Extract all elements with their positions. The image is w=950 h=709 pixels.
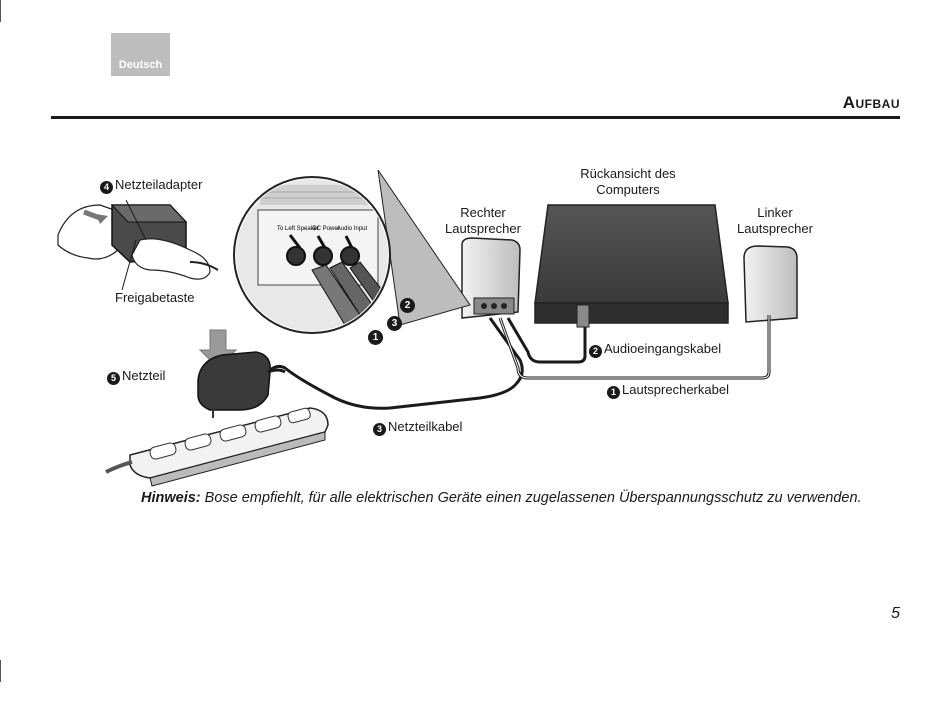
number-badge: 4 xyxy=(100,181,113,194)
label-text: Netzteiladapter xyxy=(115,177,203,192)
label-text: Netzteil xyxy=(122,368,166,383)
power-strip-illustration xyxy=(105,407,329,487)
label-computer-rear: Rückansicht des Computers xyxy=(567,166,689,198)
callout-number-3: 3 xyxy=(387,316,402,331)
label-text: Audioeingangskabel xyxy=(604,341,722,356)
computer-illustration xyxy=(534,204,729,328)
safety-note: Hinweis: Bose empfiehlt, für alle elektr… xyxy=(141,490,862,506)
number-badge: 2 xyxy=(589,345,602,358)
power-adapter-illustration xyxy=(57,199,219,291)
cable-highlights xyxy=(499,315,770,379)
panel-label-dc-power: DC Power xyxy=(312,226,339,232)
label-release-button: Freigabetaste xyxy=(115,290,195,305)
panel-zoom-callout: To Left Speaker DC Power Audio Input xyxy=(233,169,471,334)
number-badge: 5 xyxy=(107,372,120,385)
label-line: Rückansicht des xyxy=(580,166,676,181)
label-line: Lautsprecher xyxy=(737,221,813,236)
label-text: Netzteilkabel xyxy=(388,419,463,434)
label-line: Rechter xyxy=(460,205,506,220)
section-title: Aufbau xyxy=(842,93,900,112)
label-line: Linker xyxy=(757,205,793,220)
note-prefix: Hinweis: xyxy=(141,490,201,506)
callout-number-2: 2 xyxy=(400,298,415,313)
label-left-speaker: Linker Lautsprecher xyxy=(728,205,822,237)
label-right-speaker: Rechter Lautsprecher xyxy=(438,205,528,237)
label-line: Lautsprecher xyxy=(445,221,521,236)
panel-label-left-speaker: To Left Speaker xyxy=(277,226,319,232)
power-supply-illustration xyxy=(197,329,286,418)
left-speaker-illustration xyxy=(743,245,798,323)
page-number: 5 xyxy=(891,605,900,622)
crop-mark-bottom xyxy=(0,660,1,682)
number-badge: 3 xyxy=(373,423,386,436)
number-badge: 1 xyxy=(607,386,620,399)
panel-label-audio-input: Audio Input xyxy=(337,226,368,232)
label-line: Computers xyxy=(596,182,660,197)
label-text: Lautsprecherkabel xyxy=(622,382,729,397)
right-speaker-illustration xyxy=(461,237,521,319)
language-tab: Deutsch xyxy=(111,33,170,76)
header-rule xyxy=(51,116,900,119)
callout-number-1: 1 xyxy=(368,330,383,345)
note-text: Bose empfiehlt, für alle elektrischen Ge… xyxy=(200,490,862,506)
crop-mark-top xyxy=(0,0,1,22)
